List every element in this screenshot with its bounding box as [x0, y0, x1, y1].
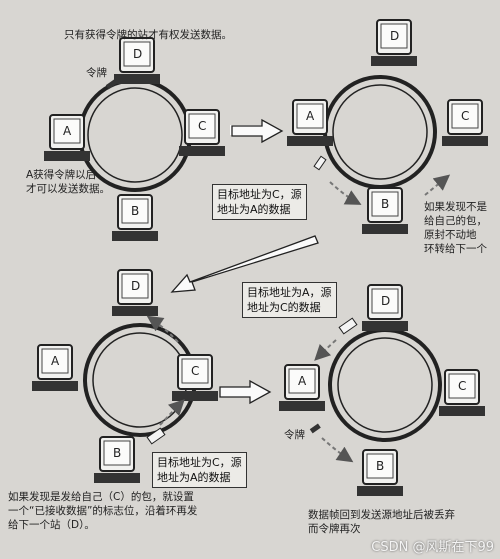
panel1-ring	[78, 78, 192, 192]
panel1-computer-d	[114, 37, 160, 84]
panel1-caption-top: 只有获得令牌的站才有权发送数据。	[64, 29, 232, 41]
panel1-computer-b	[112, 194, 158, 241]
panel3-caption-line2: 一个“已接收数据”的标志位，沿着环再发	[8, 505, 198, 517]
panel4-box-line2: 地址为C的数据	[247, 301, 321, 314]
panel1-station-label-d: D	[133, 47, 143, 61]
panel4-token-icon	[309, 423, 321, 434]
panel2-box-line2: 地址为A的数据	[217, 203, 291, 216]
panel1-token-icon	[105, 79, 117, 90]
panel4-packet-icon	[338, 317, 358, 335]
panel2-station-label-d: D	[390, 29, 400, 43]
panel2-station-label-a: A	[306, 109, 315, 123]
panel4-computer-c	[439, 369, 485, 416]
panel3-caption-line1: 如果发现是发给自己（C）的包，就设置	[8, 491, 194, 503]
panel3-station-label-b: B	[113, 446, 122, 460]
panel4-caption-line1: 数据帧回到发送源地址后被丢弃	[308, 509, 455, 521]
step-arrow-right-bottom	[219, 379, 272, 405]
panel4-token-label: 令牌	[284, 429, 305, 441]
panel3-computer-b	[94, 436, 140, 483]
panel2-station-label-c: C	[461, 109, 470, 123]
panel3-station-label-d: D	[131, 279, 141, 293]
panel1-token-label: 令牌	[86, 67, 107, 79]
panel4-box-line1: 目标地址为A，源	[247, 286, 332, 299]
panel2-caption-line2: 给自己的包，	[424, 215, 487, 227]
panel2-box-line1: 目标地址为C，源	[217, 188, 302, 201]
panel2-forward-arrow	[424, 174, 451, 196]
panel4-station-label-c: C	[458, 379, 467, 393]
panel3-station-label-c: C	[191, 364, 200, 378]
panel3-forward-arrow	[146, 315, 179, 343]
panel3-motion-arrow	[159, 399, 185, 426]
panel2-caption-line4: 环转给下一个	[424, 243, 487, 255]
panel2-motion-arrow	[329, 181, 362, 205]
panel4-station-label-a: A	[298, 374, 307, 388]
panel1-computer-a	[44, 114, 90, 161]
panel1-caption-a-line1: A获得令牌以后	[26, 169, 97, 181]
panel2-computer-b	[362, 187, 408, 234]
panel4-motion-arrow	[314, 339, 337, 361]
panel4-computer-b	[357, 449, 403, 496]
panel2-packet-icon	[313, 155, 327, 171]
panel3-caption-line3: 给下一个站（D）。	[8, 519, 95, 531]
panel2-caption-line3: 原封不动地	[424, 229, 477, 241]
panel2-computer-c	[442, 99, 488, 146]
panel1-station-label-a: A	[63, 124, 72, 138]
panel2-caption-line1: 如果发现不是	[424, 201, 487, 213]
panel3-data-box: 目标地址为C，源 地址为A的数据	[152, 452, 247, 488]
panel4-station-label-b: B	[376, 459, 385, 473]
panel2-station-label-b: B	[381, 197, 390, 211]
panel4-ring	[328, 328, 442, 442]
panel4-token-arrow	[321, 437, 354, 463]
panel1-caption-a-line2: 才可以发送数据。	[26, 183, 110, 195]
panel3-station-label-a: A	[51, 354, 60, 368]
panel2-computer-a	[287, 99, 333, 146]
panel4-caption-line2: 而令牌再次	[308, 523, 361, 535]
panel4-station-label-d: D	[381, 294, 391, 308]
panel3-computer-c	[172, 354, 218, 401]
panel4-computer-d	[362, 284, 408, 331]
panel4-computer-a	[279, 364, 325, 411]
panel3-computer-d	[112, 269, 158, 316]
panel2-computer-d	[371, 19, 417, 66]
watermark: CSDN @风斯在下99	[371, 540, 494, 555]
step-arrow-down-left	[170, 235, 319, 293]
panel3-packet-icon	[146, 427, 166, 445]
panel3-box-line2: 地址为A的数据	[157, 471, 231, 484]
step-arrow-right-top	[230, 118, 284, 144]
panel3-box-line1: 目标地址为C，源	[157, 456, 242, 469]
panel1-computer-c	[179, 109, 225, 156]
panel4-data-box: 目标地址为A，源 地址为C的数据	[242, 282, 337, 318]
panel2-ring	[323, 75, 437, 189]
panel1-station-label-b: B	[131, 204, 140, 218]
panel1-station-label-c: C	[198, 119, 207, 133]
panel2-data-box: 目标地址为C，源 地址为A的数据	[212, 184, 307, 220]
panel3-computer-a	[32, 344, 78, 391]
